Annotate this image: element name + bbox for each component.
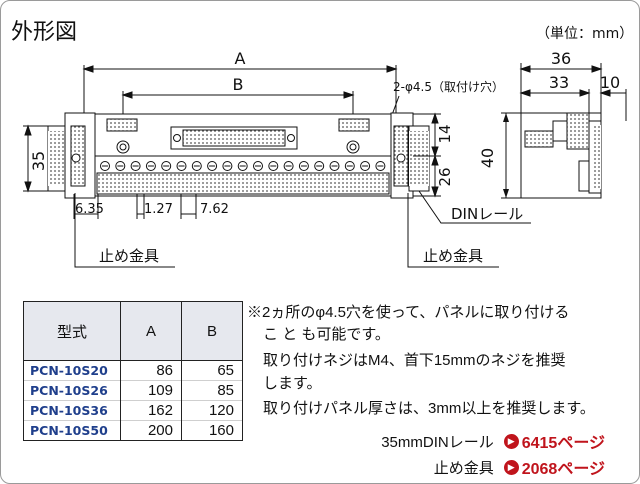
terminal-block-body (47, 112, 430, 199)
bracket-leader-left (74, 193, 175, 268)
dimension-35 (23, 124, 65, 193)
terminal-screws (100, 161, 386, 171)
note-line-3: 取り付けネジはM4、首下15mmのネジを推奨 (263, 352, 566, 369)
dimension-14-26 (413, 112, 441, 198)
table-row: PCN-10S20 86 65 (23, 360, 243, 381)
cell-b: 85 (181, 380, 243, 401)
side-height-label: 40 (478, 148, 497, 168)
side-dimensions (519, 63, 627, 121)
page-title: 外形図 (11, 20, 77, 45)
dim-14-label: 14 (436, 124, 454, 143)
spec-table: 型式 A B PCN-10S20 86 65 PCN-10S26 109 85 … (23, 301, 243, 441)
col-model-header: 型式 (23, 301, 121, 361)
ref-bracket[interactable]: 止め金具 ▶ 2068ページ (434, 455, 605, 479)
din-rail-leader (418, 190, 531, 224)
bracket-label-left: 止め金具 (99, 247, 159, 265)
cell-a: 200 (120, 420, 182, 441)
cell-model: PCN-10S36 (23, 400, 121, 421)
pitch-6-35: 6.35 (75, 202, 104, 217)
din-rail-label: DINレール (451, 205, 523, 223)
ref-bracket-label: 止め金具 (433, 459, 494, 477)
table-row: PCN-10S36 162 120 (23, 400, 243, 421)
cell-a: 109 (120, 380, 182, 401)
outline-drawing: 外形図 （単位：mm） A B 2-φ4.5（取付け穴） 35 (11, 20, 633, 268)
unit-note: （単位：mm） (536, 26, 633, 42)
arrow-right-icon: ▶ (503, 459, 519, 475)
dim-35-label: 35 (29, 151, 48, 171)
cell-b: 120 (181, 400, 243, 421)
cell-model: PCN-10S26 (23, 380, 121, 401)
dim-26-label: 26 (436, 167, 454, 186)
bracket-label-right: 止め金具 (423, 247, 483, 265)
cell-model: PCN-10S50 (23, 420, 121, 441)
ref-din-rail[interactable]: 35mmDINレール ▶ 6415ページ (381, 429, 605, 453)
cell-model: PCN-10S20 (23, 360, 121, 381)
col-b-header: B (181, 301, 243, 361)
mounting-hole-label: 2-φ4.5（取付け穴） (393, 79, 504, 94)
ref-din-rail-page[interactable]: 6415ページ (521, 435, 605, 452)
arrow-right-icon: ▶ (503, 433, 519, 449)
side-total-label: 36 (551, 49, 571, 68)
col-a-header: A (120, 301, 182, 361)
pitch-7-62: 7.62 (200, 202, 229, 217)
note-line-2: こ と も可能です。 (263, 326, 390, 343)
cell-b: 65 (181, 360, 243, 381)
note-line-4: します。 (263, 375, 322, 392)
side-view (501, 112, 602, 199)
table-row: PCN-10S26 109 85 (23, 380, 243, 401)
cell-a: 162 (120, 400, 182, 421)
note-line-1: ※2ヵ所のφ4.5穴を使って、パネルに取り付ける (247, 304, 570, 321)
dim-b-label: B (233, 75, 244, 94)
side-rail-label: 10 (600, 73, 620, 92)
cell-b: 160 (181, 420, 243, 441)
note-line-5: 取り付けパネル厚さは、3mm以上を推奨します。 (263, 400, 595, 417)
dimension-b (121, 91, 355, 141)
cell-a: 86 (120, 360, 182, 381)
side-body-label: 33 (549, 73, 569, 92)
table-row: PCN-10S50 200 160 (23, 420, 243, 441)
ref-din-rail-label: 35mmDINレール (381, 433, 494, 451)
dim-a-label: A (235, 49, 246, 68)
pitch-dimensions (73, 194, 197, 219)
pitch-1-27: 1.27 (144, 202, 173, 217)
bracket-leader-right (407, 193, 499, 268)
ref-bracket-page[interactable]: 2068ページ (521, 461, 605, 478)
